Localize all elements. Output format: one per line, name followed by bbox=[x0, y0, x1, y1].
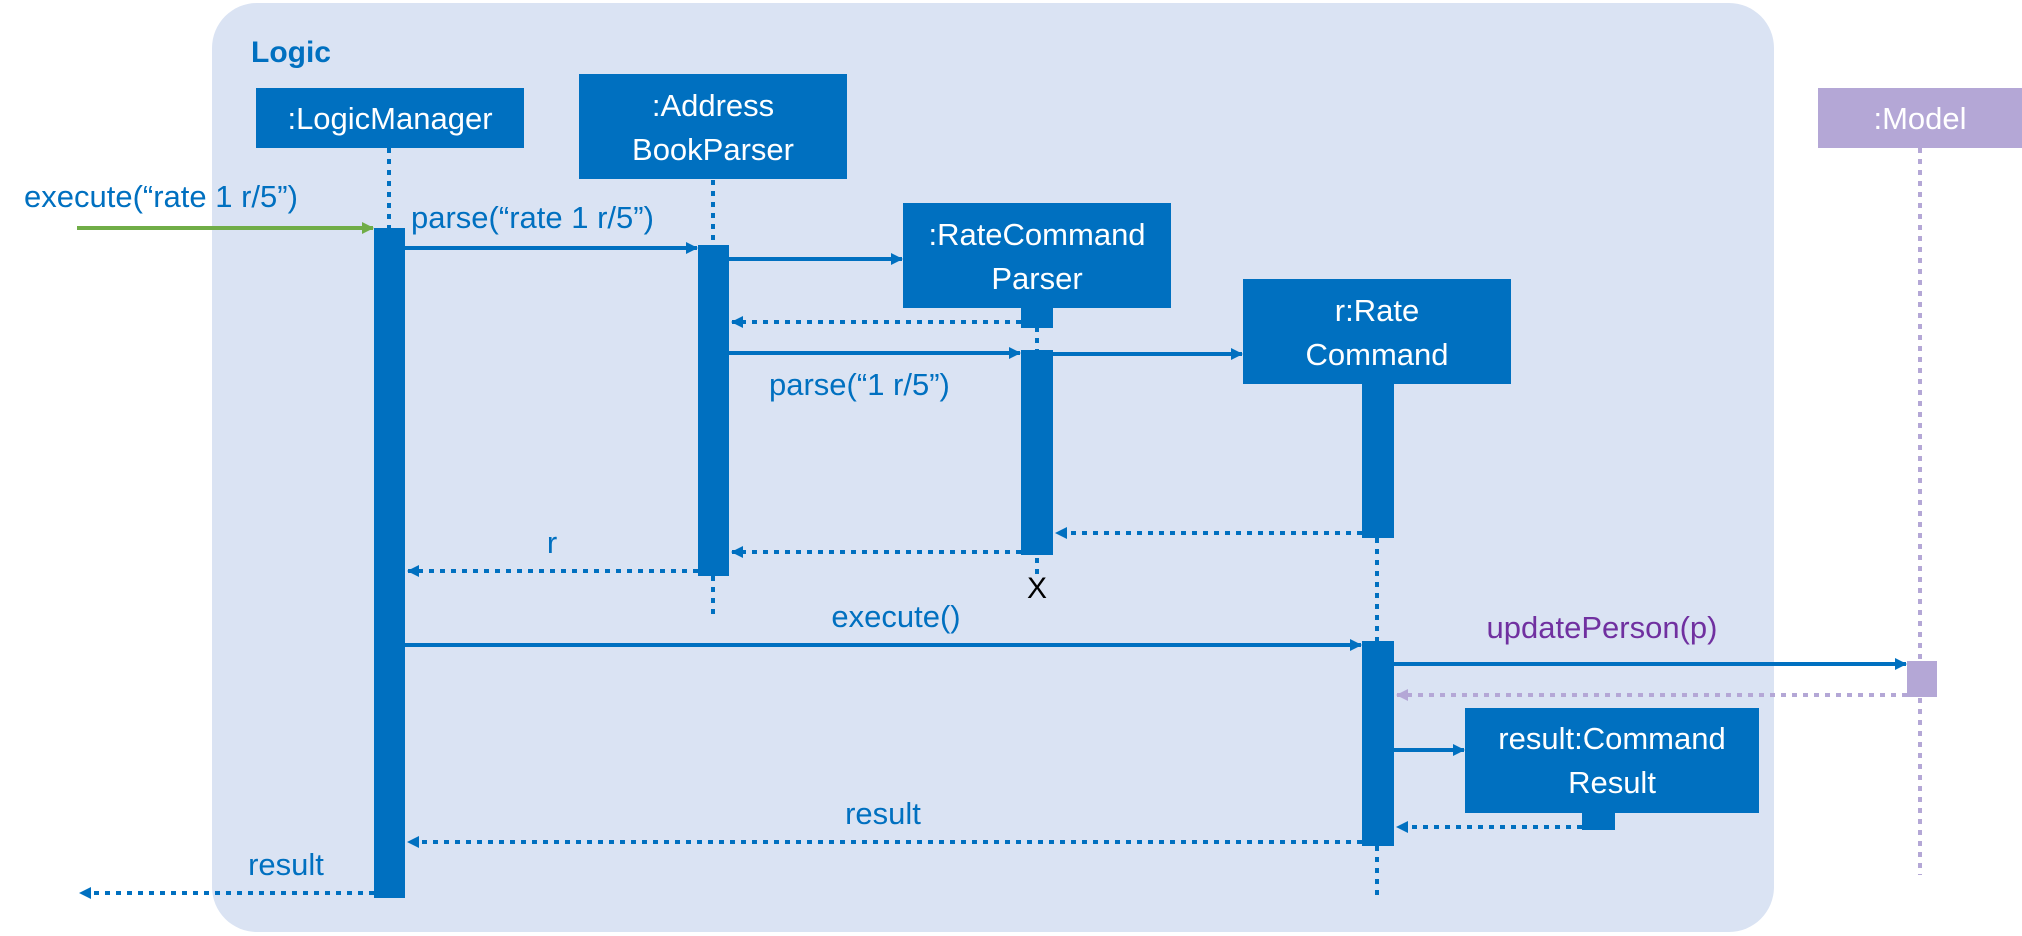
participant-rate-command: r:Rate Command bbox=[1243, 279, 1511, 384]
participant-model: :Model bbox=[1818, 88, 2022, 148]
command-result-label-line1: result:Command bbox=[1498, 721, 1725, 756]
activation-address-book-parser bbox=[698, 245, 729, 576]
message-execute-call-label: execute() bbox=[831, 599, 960, 634]
message-parse-args-label: parse(“1 r/5”) bbox=[769, 367, 950, 402]
activation-logic-manager bbox=[374, 228, 405, 898]
rate-command-parser-label-line1: :RateCommand bbox=[928, 217, 1145, 252]
rate-command-label-line1: r:Rate bbox=[1335, 293, 1419, 328]
activation-model bbox=[1907, 661, 1937, 697]
participant-logic-manager: :LogicManager bbox=[256, 88, 524, 148]
activation-rate-command-parser bbox=[1021, 350, 1053, 555]
command-result-label-line2: Result bbox=[1568, 765, 1656, 800]
return-result-inner-label: result bbox=[845, 796, 921, 831]
message-execute-input-label: execute(“rate 1 r/5”) bbox=[24, 179, 298, 214]
message-parse-input-label: parse(“rate 1 r/5”) bbox=[411, 200, 654, 235]
address-book-parser-label-line1: :Address bbox=[652, 88, 774, 123]
return-r-label: r bbox=[547, 525, 557, 560]
participant-address-book-parser: :Address BookParser bbox=[579, 74, 847, 179]
participant-command-result: result:Command Result bbox=[1465, 708, 1759, 830]
activation-rate-command-create bbox=[1362, 384, 1394, 538]
rate-command-parser-label-line2: Parser bbox=[991, 261, 1082, 296]
activation-rate-command-execute bbox=[1362, 641, 1394, 846]
logic-frame-title: Logic bbox=[251, 36, 331, 69]
logic-manager-label: :LogicManager bbox=[287, 101, 492, 136]
destroy-mark: X bbox=[1027, 572, 1047, 605]
participant-rate-command-parser: :RateCommand Parser bbox=[903, 203, 1171, 328]
message-update-person-label: updatePerson(p) bbox=[1487, 610, 1718, 645]
address-book-parser-label-line2: BookParser bbox=[632, 132, 794, 167]
rate-command-label-line2: Command bbox=[1306, 337, 1449, 372]
return-result-outer-label: result bbox=[248, 847, 324, 882]
model-label: :Model bbox=[1873, 101, 1966, 136]
